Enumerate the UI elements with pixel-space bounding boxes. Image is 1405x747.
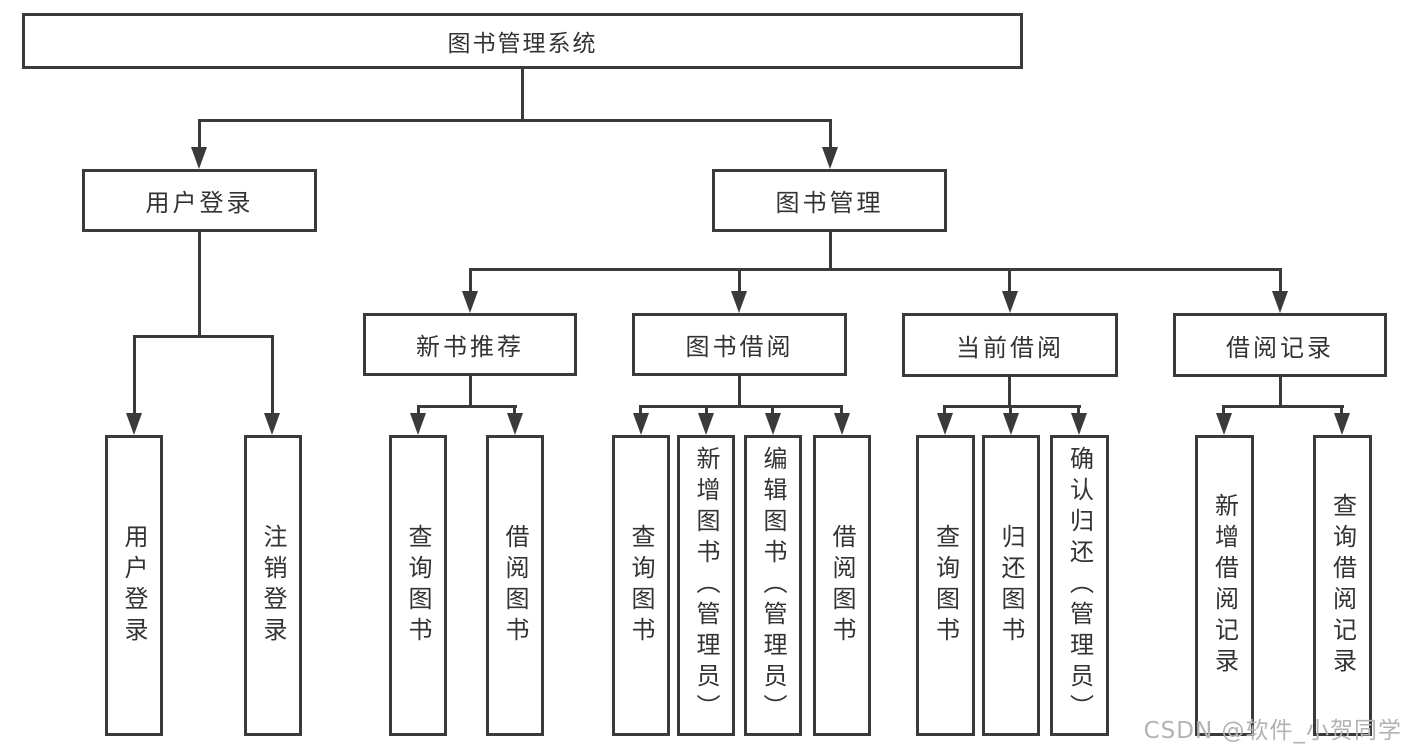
node-library-system: 图书管理系统 [22,13,1023,69]
node-login: 用户登录 [105,435,163,736]
connector-line [198,119,832,122]
node-query-books-recommend: 查询图书 [389,435,447,736]
connector-line [469,376,472,407]
node-query-books-borrow: 查询图书 [612,435,670,736]
node-borrowing-records: 借阅记录 [1173,313,1387,377]
node-confirm-return-admin-label: 确认归还（管理员） [1065,446,1094,725]
node-book-management-label: 图书管理 [775,189,884,217]
arrow-down-icon [1071,413,1087,435]
node-logout: 注销登录 [244,435,302,736]
connector-line [829,119,832,149]
arrow-down-icon [822,147,838,169]
connector-line [133,335,136,415]
connector-line [469,268,1282,271]
node-book-borrowing-label: 图书借阅 [685,333,794,361]
node-confirm-return-admin: 确认归还（管理员） [1050,435,1109,736]
connector-line [1077,405,1080,415]
connector-line [705,405,708,415]
connector-line [1008,268,1011,293]
connector-line [1008,377,1011,407]
arrow-down-icon [191,147,207,169]
connector-line [469,268,472,293]
arrow-down-icon [633,413,649,435]
connector-line [417,405,420,415]
node-login-label: 用户登录 [120,523,148,648]
node-return-book: 归还图书 [982,435,1040,736]
node-borrowing-records-label: 借阅记录 [1226,333,1334,362]
arrow-down-icon [264,413,280,435]
node-query-books-current: 查询图书 [916,435,975,736]
node-query-books-recommend-label: 查询图书 [404,523,432,648]
connector-line [513,405,516,415]
node-current-borrowing-label: 当前借阅 [956,333,1064,362]
connector-line [417,405,517,408]
connector-line [1279,377,1282,407]
node-borrow-books-recommend: 借阅图书 [486,435,544,736]
node-query-borrow-record-label: 查询借阅记录 [1328,492,1357,679]
arrow-down-icon [731,291,747,313]
connector-line [771,405,774,415]
node-current-borrowing: 当前借阅 [902,313,1118,377]
connector-line [840,405,843,415]
node-book-management: 图书管理 [712,169,947,232]
connector-line [1340,405,1343,415]
arrow-down-icon [937,413,953,435]
connector-line [521,69,524,119]
arrow-down-icon [1272,291,1288,313]
node-add-borrow-record-label: 新增借阅记录 [1210,492,1239,679]
node-query-borrow-record: 查询借阅记录 [1313,435,1372,736]
connector-line [198,232,201,337]
node-book-borrowing: 图书借阅 [632,313,847,376]
node-user-login: 用户登录 [82,169,317,232]
connector-line [198,119,201,149]
node-borrow-books-label: 借阅图书 [828,523,856,648]
connector-line [1279,268,1282,293]
node-logout-label: 注销登录 [259,523,287,648]
node-user-login-label: 用户登录 [145,189,254,217]
node-add-book-admin: 新增图书（管理员） [677,435,735,736]
node-library-system-label: 图书管理系统 [447,31,598,57]
connector-line [1222,405,1225,415]
arrow-down-icon [1216,413,1232,435]
connector-line [943,405,946,415]
node-return-book-label: 归还图书 [997,523,1025,648]
node-borrow-books: 借阅图书 [813,435,871,736]
arrow-down-icon [410,413,426,435]
arrow-down-icon [507,413,523,435]
node-new-book-recommend-label: 新书推荐 [416,333,524,361]
connector-line [133,335,274,338]
node-new-book-recommend: 新书推荐 [363,313,577,376]
connector-line [640,405,843,408]
connector-line [738,268,741,293]
connector-line [944,405,1081,408]
connector-line [1009,405,1012,415]
csdn-watermark: CSDN @软件_小贺同学 [1143,718,1402,744]
arrow-down-icon [765,413,781,435]
node-edit-book-admin-label: 编辑图书（管理员） [759,446,787,725]
connector-line [271,335,274,415]
connector-line [738,376,741,407]
node-query-books-current-label: 查询图书 [931,523,960,648]
arrow-down-icon [1334,413,1350,435]
arrow-down-icon [462,291,478,313]
connector-line [1223,405,1344,408]
node-add-borrow-record: 新增借阅记录 [1195,435,1254,736]
node-edit-book-admin: 编辑图书（管理员） [744,435,802,736]
arrow-down-icon [1003,413,1019,435]
arrow-down-icon [1002,291,1018,313]
arrow-down-icon [698,413,714,435]
node-borrow-books-recommend-label: 借阅图书 [501,523,529,648]
arrow-down-icon [834,413,850,435]
node-add-book-admin-label: 新增图书（管理员） [692,446,720,725]
connector-line [829,232,832,270]
connector-line [639,405,642,415]
arrow-down-icon [126,413,142,435]
node-query-books-borrow-label: 查询图书 [627,523,655,648]
